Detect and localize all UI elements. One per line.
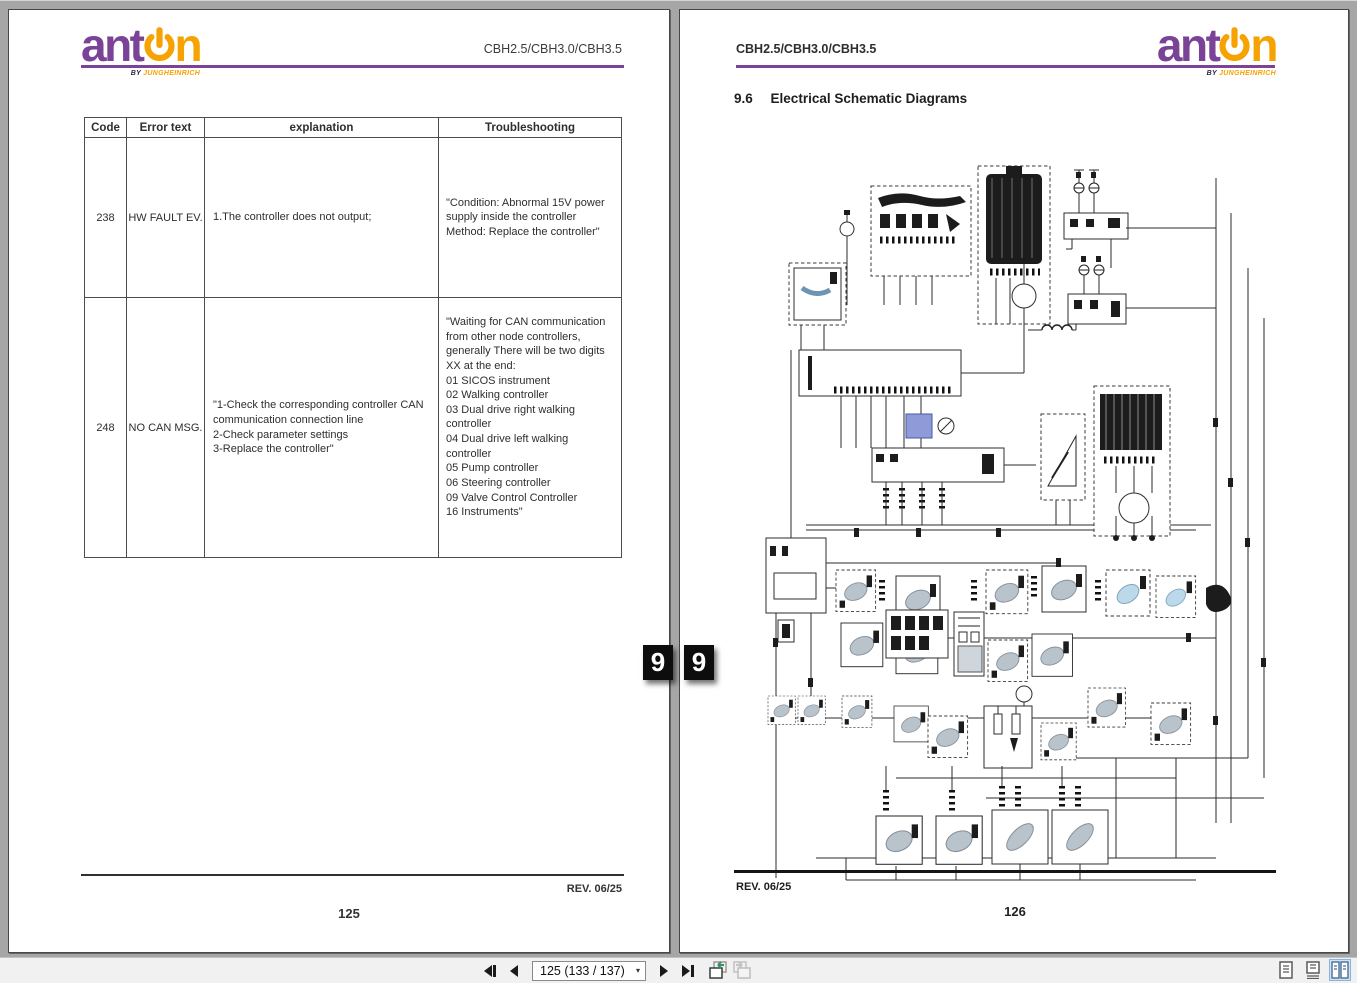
- page-number: 125: [338, 906, 360, 921]
- logo-text-n: n: [1250, 19, 1278, 71]
- bottom-toolbar: 125 (133 / 137) ▾: [0, 957, 1357, 983]
- cell-error-text: HW FAULT EV.: [126, 137, 205, 298]
- anton-logo: ant n BY JUNGHEINRICH: [1156, 19, 1279, 77]
- revision-label: REV. 06/25: [736, 881, 792, 893]
- next-view-button[interactable]: [730, 960, 754, 982]
- next-page-button[interactable]: [652, 960, 676, 982]
- previous-view-button[interactable]: [706, 960, 730, 982]
- logo-text-ant: ant: [81, 19, 145, 71]
- previous-page-button[interactable]: [502, 960, 526, 982]
- power-icon: [1219, 27, 1250, 62]
- previous-view-icon: [709, 961, 727, 979]
- table-row: 248 NO CAN MSG. "1-Check the correspondi…: [84, 297, 622, 558]
- cell-code: 248: [84, 297, 127, 558]
- single-page-view-button[interactable]: [1275, 959, 1297, 981]
- cell-troubleshooting: "Waiting for CAN communication from othe…: [438, 297, 622, 558]
- col-header-explanation: explanation: [204, 117, 439, 138]
- col-header-error-text: Error text: [126, 117, 205, 138]
- table-header-row: Code Error text explanation Troubleshoot…: [84, 117, 622, 138]
- cell-explanation: "1-Check the corresponding controller CA…: [204, 297, 439, 558]
- page-126: CBH2.5/CBH3.0/CBH3.5 ant n BY JUNGHEINRI…: [679, 9, 1349, 953]
- header-model-left: CBH2.5/CBH3.0/CBH3.5: [483, 42, 622, 56]
- page-selector-value: 125 (133 / 137): [540, 963, 625, 978]
- footer-rule: [734, 870, 1276, 873]
- section-title: Electrical Schematic Diagrams: [770, 91, 968, 106]
- cell-explanation: 1.The controller does not output;: [204, 137, 439, 298]
- logo-byline: BY JUNGHEINRICH: [1206, 70, 1276, 77]
- cell-error-text: NO CAN MSG.: [126, 297, 205, 558]
- first-page-button[interactable]: [478, 960, 502, 982]
- previous-page-icon: [510, 964, 518, 977]
- table-row: 238 HW FAULT EV. 1.The controller does n…: [84, 137, 622, 298]
- cell-troubleshooting: "Condition: Abnormal 15V power supply in…: [438, 137, 622, 298]
- chevron-down-icon: ▾: [635, 966, 640, 975]
- col-header-code: Code: [84, 117, 127, 138]
- header-model-right: CBH2.5/CBH3.0/CBH3.5: [736, 42, 877, 56]
- footer-rule: [81, 874, 624, 876]
- chapter-tab-left: 9: [643, 645, 673, 680]
- header-rule: [81, 65, 624, 68]
- header-rule: [736, 65, 1275, 68]
- section-number: 9.6: [734, 91, 753, 106]
- cell-code: 238: [84, 137, 127, 298]
- last-page-icon: [682, 964, 694, 977]
- error-code-table: Code Error text explanation Troubleshoot…: [84, 117, 622, 558]
- single-page-icon: [1279, 961, 1293, 979]
- revision-label: REV. 06/25: [566, 883, 622, 895]
- logo-text-n: n: [174, 19, 203, 71]
- facing-pages-icon: [1331, 961, 1349, 979]
- page-selector[interactable]: 125 (133 / 137) ▾: [532, 960, 646, 981]
- last-page-button[interactable]: [676, 960, 700, 982]
- anton-logo: ant n BY JUNGHEINRICH: [81, 19, 203, 77]
- first-page-icon: [484, 964, 496, 977]
- section-heading: 9.6 Electrical Schematic Diagrams: [734, 91, 967, 106]
- chapter-tab-right: 9: [684, 645, 714, 680]
- col-header-troubleshooting: Troubleshooting: [438, 117, 622, 138]
- logo-text-ant: ant: [1156, 19, 1221, 71]
- next-view-icon: [733, 961, 751, 979]
- view-mode-group: [1275, 959, 1351, 981]
- continuous-view-button[interactable]: [1302, 959, 1324, 981]
- logo-byline: BY JUNGHEINRICH: [130, 70, 201, 77]
- next-page-icon: [660, 964, 668, 977]
- page-125: ant n BY JUNGHEINRICH CBH2.5/CBH3.0/CBH3…: [8, 9, 670, 953]
- continuous-view-icon: [1306, 961, 1320, 979]
- power-icon: [143, 27, 175, 62]
- page-number: 126: [1004, 904, 1026, 919]
- electrical-schematic: [765, 165, 1266, 881]
- facing-pages-view-button[interactable]: [1329, 959, 1351, 981]
